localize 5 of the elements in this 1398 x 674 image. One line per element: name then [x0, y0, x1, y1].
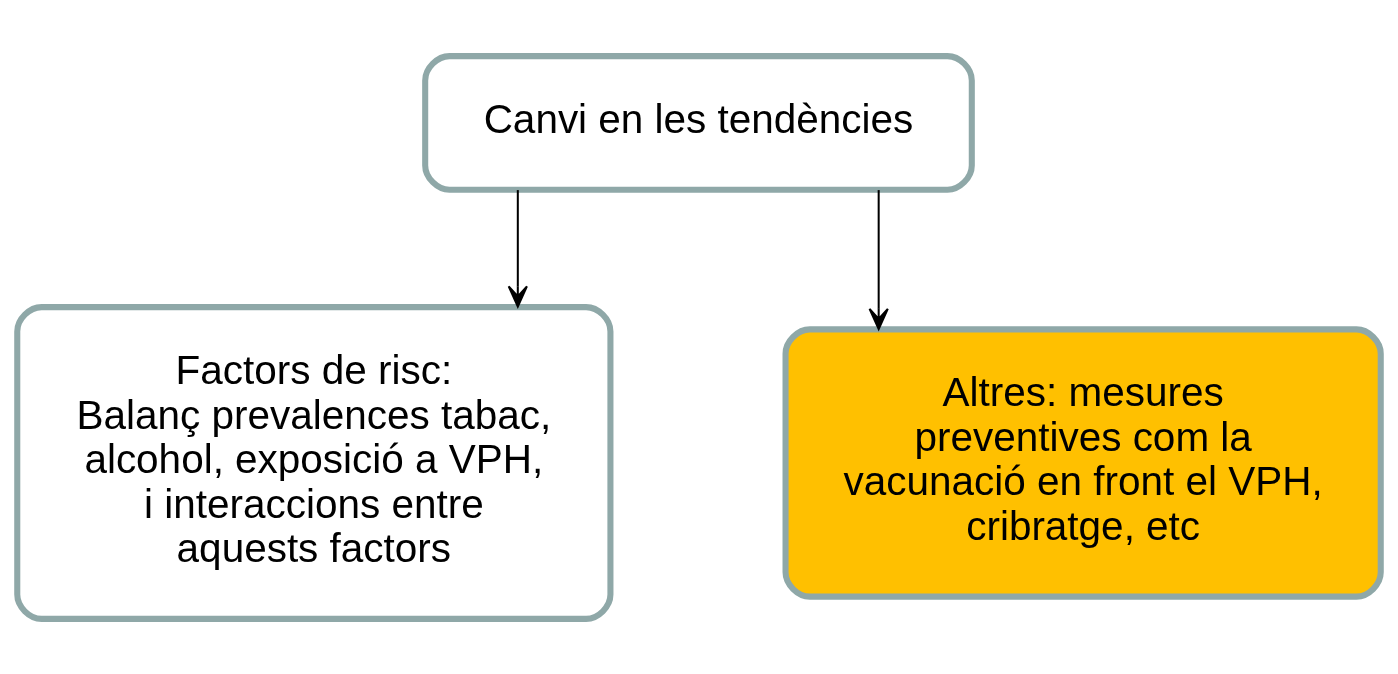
node-box: Factors de risc: Balanç prevalences tabac, alcohol, exposició a VPH, i interaccions entre aquests factors [14, 303, 614, 622]
node-box: Altres: mesures preventives com la vacunació en front el VPH, cribratge, etc [782, 325, 1384, 600]
arrow [868, 189, 889, 330]
node-box: Canvi en les tendències [422, 52, 975, 193]
arrow [507, 189, 528, 308]
